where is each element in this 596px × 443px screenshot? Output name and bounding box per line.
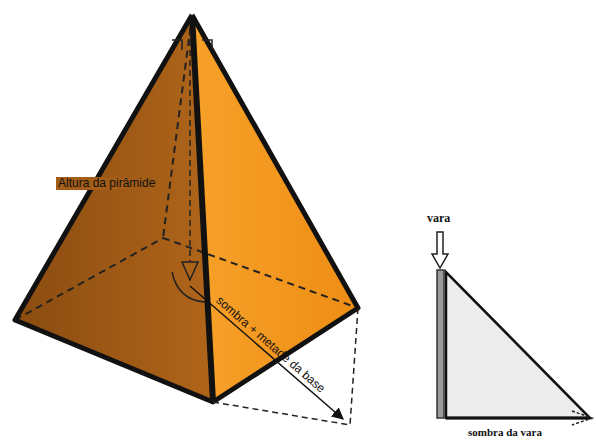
left-face — [15, 15, 213, 402]
pyramid-outline — [15, 15, 358, 402]
hidden-edge — [163, 238, 358, 308]
turn-arrow — [172, 272, 205, 302]
ground-line — [446, 417, 590, 420]
stick-label: vara — [427, 212, 450, 225]
hidden-edge — [163, 15, 192, 238]
shadow-triangle — [446, 272, 590, 418]
pyramid — [15, 15, 358, 425]
shadow-line — [213, 402, 350, 425]
shadow-arrow — [190, 286, 343, 419]
height-arrow — [182, 262, 198, 280]
stick — [437, 270, 444, 418]
stick-shadow-label: sombra da vara — [468, 426, 542, 438]
height-line — [189, 30, 191, 262]
stick-arrow — [432, 232, 448, 268]
right-face — [192, 15, 358, 402]
shadow-arrowhead — [572, 411, 592, 425]
right-angle-mark — [202, 40, 212, 50]
right-angle-mark — [172, 40, 182, 50]
shadow-line — [350, 308, 358, 425]
front-edge — [192, 15, 213, 402]
height-label: Altura da pirâmide — [56, 177, 157, 190]
stick-figure — [432, 232, 592, 425]
